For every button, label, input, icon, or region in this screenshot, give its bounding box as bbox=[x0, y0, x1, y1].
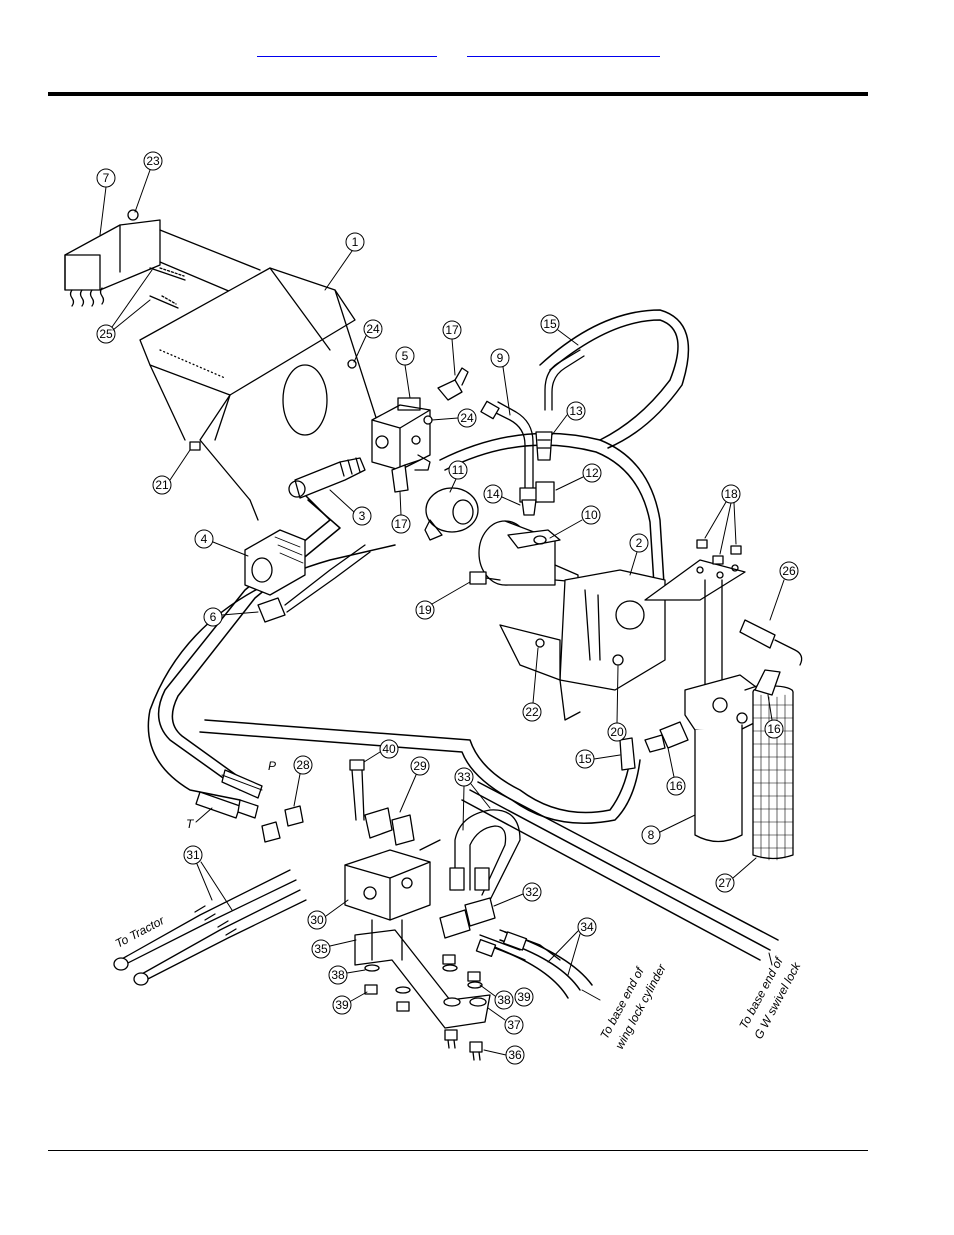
nut-part-23 bbox=[127, 209, 139, 221]
callout-23: 23 bbox=[146, 154, 160, 168]
callout-10: 10 bbox=[584, 508, 598, 522]
callout-15-upper: 15 bbox=[543, 317, 557, 331]
callouts bbox=[96, 151, 799, 1065]
callout-40: 40 bbox=[382, 742, 396, 756]
callout-8: 8 bbox=[648, 828, 655, 842]
manifold-block-part-30 bbox=[344, 849, 431, 921]
callout-28: 28 bbox=[296, 758, 310, 772]
callout-31: 31 bbox=[186, 848, 200, 862]
callout-20: 20 bbox=[610, 725, 624, 739]
adapter-part-16-right bbox=[754, 669, 781, 696]
hose-runs bbox=[147, 309, 779, 999]
callout-14: 14 bbox=[486, 487, 500, 501]
callout-32: 32 bbox=[525, 885, 539, 899]
hose-end-part-3 bbox=[288, 457, 366, 499]
bolt-part-40 bbox=[349, 759, 365, 821]
callout-39-left: 39 bbox=[335, 998, 349, 1012]
callout-24-upper: 24 bbox=[366, 322, 380, 336]
callout-9: 9 bbox=[497, 351, 504, 365]
mount-bracket-part-2 bbox=[499, 559, 746, 721]
callout-19: 19 bbox=[418, 603, 432, 617]
callout-27: 27 bbox=[718, 876, 732, 890]
callout-25: 25 bbox=[99, 327, 113, 341]
callout-36: 36 bbox=[508, 1048, 522, 1062]
callout-17-lower: 17 bbox=[394, 517, 408, 531]
port-label-t: T bbox=[186, 817, 195, 831]
callout-5: 5 bbox=[402, 349, 409, 363]
hose-ends-P-T bbox=[195, 769, 263, 819]
tube-part-15-upper bbox=[544, 349, 585, 411]
callout-38-right: 38 bbox=[497, 993, 511, 1007]
cover-shield-part-1 bbox=[139, 267, 381, 521]
callout-24-lower: 24 bbox=[460, 411, 474, 425]
callout-37: 37 bbox=[507, 1018, 521, 1032]
callout-34: 34 bbox=[580, 920, 594, 934]
callout-21: 21 bbox=[155, 478, 169, 492]
nut-part-22 bbox=[535, 638, 545, 648]
elbow-part-29 bbox=[364, 807, 441, 851]
hardware-parts-36-39 bbox=[364, 954, 487, 1061]
callout-35: 35 bbox=[314, 942, 328, 956]
pump-part-10 bbox=[478, 520, 579, 586]
fitting-part-12 bbox=[535, 481, 555, 503]
elbow-fitting-part-17-lower bbox=[391, 454, 431, 493]
callout-33: 33 bbox=[457, 770, 471, 784]
callout-2: 2 bbox=[636, 536, 643, 550]
callout-3: 3 bbox=[359, 509, 366, 523]
callout-16-right: 16 bbox=[767, 722, 781, 736]
callout-26: 26 bbox=[782, 564, 796, 578]
hose-fitting-part-26 bbox=[739, 619, 803, 666]
header-link-left[interactable] bbox=[257, 40, 437, 57]
callout-13: 13 bbox=[569, 404, 583, 418]
callout-18: 18 bbox=[724, 487, 738, 501]
port-label-p: P bbox=[268, 759, 276, 773]
filter-part-8 bbox=[684, 579, 776, 843]
steel-tube-part-9 bbox=[480, 400, 539, 516]
adapter-part-28 bbox=[261, 805, 304, 843]
tube-part-15-lower bbox=[619, 737, 636, 771]
nut-part-24-lower bbox=[423, 415, 433, 425]
tee-fittings-part-32 bbox=[439, 897, 496, 939]
header-link-right[interactable] bbox=[467, 40, 660, 57]
callout-1: 1 bbox=[352, 235, 359, 249]
header-rule bbox=[48, 92, 868, 96]
control-box-part-7 bbox=[64, 219, 261, 307]
callout-11: 11 bbox=[452, 463, 465, 477]
valve-block-part-5 bbox=[371, 397, 431, 471]
light-part-4 bbox=[244, 529, 306, 596]
bolts-part-18 bbox=[696, 539, 742, 565]
bolts-part-25 bbox=[149, 267, 186, 309]
tractor-hoses-part-31 bbox=[113, 869, 307, 986]
callout-38-left: 38 bbox=[331, 968, 345, 982]
note-to-tractor: To Tractor bbox=[113, 913, 168, 951]
callout-17-upper: 17 bbox=[445, 323, 459, 337]
fitting-part-13 bbox=[535, 431, 553, 461]
callout-30: 30 bbox=[310, 913, 324, 927]
bolt-part-19 bbox=[469, 571, 501, 585]
callout-7: 7 bbox=[103, 171, 110, 185]
callout-39-right: 39 bbox=[517, 990, 531, 1004]
callout-6: 6 bbox=[210, 610, 217, 624]
callout-22: 22 bbox=[525, 705, 539, 719]
plug-part-6 bbox=[257, 544, 371, 623]
adapter-part-16-left bbox=[644, 721, 689, 753]
footer-rule bbox=[48, 1150, 868, 1151]
callout-12: 12 bbox=[585, 466, 599, 480]
callout-16-left: 16 bbox=[669, 779, 683, 793]
callout-29: 29 bbox=[413, 759, 427, 773]
callout-15-lower: 15 bbox=[578, 752, 592, 766]
hoses-part-33 bbox=[449, 809, 521, 901]
callout-4: 4 bbox=[201, 532, 208, 546]
motor-part-11 bbox=[424, 487, 479, 541]
bolt-part-21 bbox=[189, 441, 201, 451]
filter-element-part-27 bbox=[752, 685, 794, 861]
hoses-part-34 bbox=[475, 929, 561, 961]
elbow-fitting-part-17-upper bbox=[437, 367, 469, 401]
bolt-part-20 bbox=[612, 654, 624, 666]
